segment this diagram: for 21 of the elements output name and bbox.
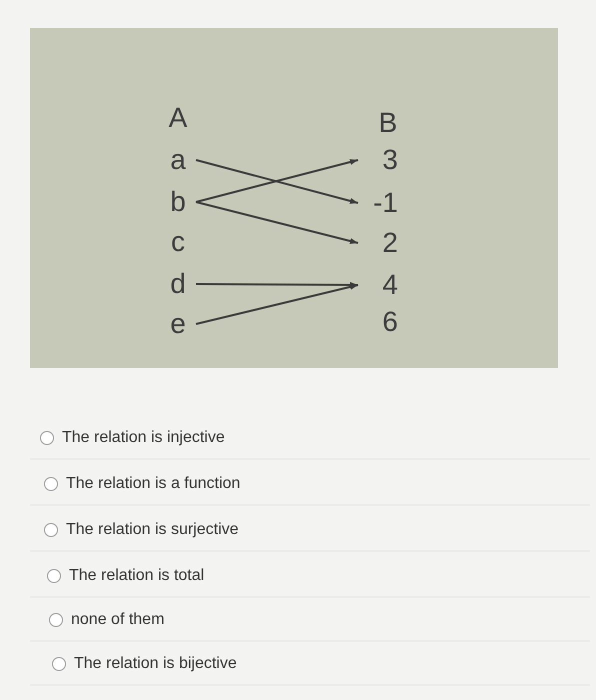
set-element: 2 (362, 223, 398, 263)
set-element: 4 (362, 265, 398, 305)
arrow (196, 282, 358, 288)
arrow (196, 284, 358, 325)
set-element: d (166, 264, 190, 304)
set-element: 3 (362, 140, 398, 180)
set-element: b (166, 182, 190, 222)
option-text: The relation is injective (62, 428, 225, 448)
set-element: e (166, 304, 190, 344)
option-text: The relation is a function (66, 474, 240, 494)
set-heading: A (168, 104, 188, 132)
set-heading: B (378, 109, 398, 137)
option-text: none of them (71, 610, 164, 630)
set-element: c (166, 222, 190, 262)
arrow (196, 201, 358, 244)
option-text: The relation is total (69, 566, 204, 586)
option-text: The relation is surjective (66, 520, 239, 540)
set-element: -1 (362, 183, 398, 223)
option-text: The relation is bijective (74, 654, 237, 674)
set-element: a (166, 140, 190, 180)
set-element: 6 (362, 302, 398, 342)
